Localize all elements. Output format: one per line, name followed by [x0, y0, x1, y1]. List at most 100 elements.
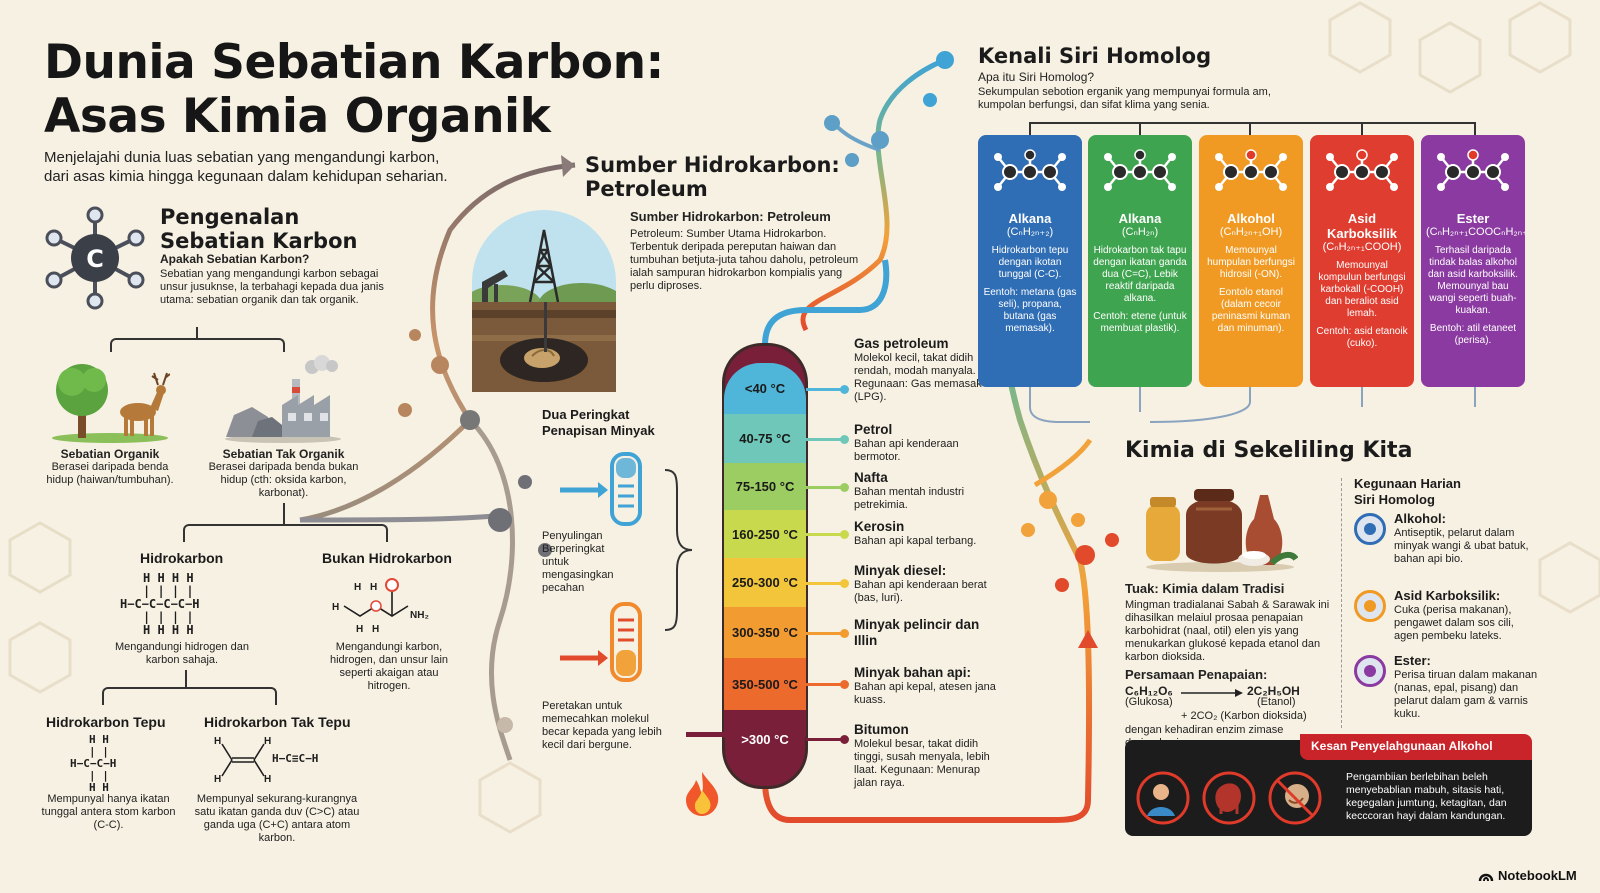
fraction-desc: Bahan api kenderaan bermotor. — [854, 438, 959, 463]
fraction-segment: 40-75 °C — [724, 414, 806, 463]
fraction-label: Minyak diesel:Bahan api kenderaan berat … — [854, 563, 1004, 605]
intro-desc: Sebatian yang mengandungi karbon sebagai… — [160, 268, 384, 306]
tuak-jars-illustration — [1146, 489, 1298, 572]
equation-title: Persamaan Penapaian: — [1125, 667, 1268, 682]
fraction-connector — [806, 387, 844, 391]
card-formula: (CₙH₂ₙ) — [1121, 226, 1159, 238]
use-desc: Perisa tiruan dalam makanan (nanas, epal… — [1394, 669, 1538, 720]
carbon-atom-icon: C — [45, 206, 145, 310]
svg-text:H: H — [372, 624, 379, 634]
hydrocarbon-desc: Mengandungi hidrogen dan karbon sahaja. — [115, 641, 249, 666]
fraction-desc: Bahan mentah industri petrekimia. — [854, 486, 965, 511]
intro-question: Apakah Sebatian Karbon? — [160, 252, 310, 266]
bracket-hydrocarbon — [183, 524, 388, 542]
use-name: Asid Karboksilik: — [1394, 588, 1501, 603]
svg-text:H: H — [332, 602, 339, 613]
nh2-label: NH₂ — [410, 610, 429, 621]
card-name: Alkana — [1118, 211, 1162, 226]
brand-logo: NotebookLM — [1478, 868, 1577, 883]
card-desc: Memounyal humpulan berfungsi hidrosil (-… — [1207, 245, 1295, 280]
page-subtitle: Menjelajahi dunia luas sebatian yang men… — [44, 149, 448, 185]
fraction-name: Kerosin — [854, 519, 905, 534]
rocks-factory-icon — [225, 355, 341, 443]
ethane-formula: H H | | H−C−C−H | | H H — [70, 733, 117, 794]
card-formula: (CₙH₂ₙ₊₂) — [1006, 226, 1054, 238]
molecule-icon — [1437, 149, 1509, 191]
homolog-card: Alkana(CₙH₂ₙ₊₂)Hidrokarbon tepu dengan i… — [978, 135, 1082, 387]
use-item: Alkohol:Antiseptik, pelarut dalam minyak… — [1394, 511, 1540, 566]
card-example: Centoh: etene (untuk membuat plastik). — [1093, 311, 1187, 334]
fraction-name: Bitumon — [854, 722, 909, 737]
molecule-icon — [1215, 149, 1287, 191]
notebooklm-icon — [1478, 873, 1494, 881]
warning-icons — [1136, 771, 1322, 825]
saturated-title: Hidrokarbon Tepu — [46, 714, 166, 730]
non-hydrocarbon-title: Bukan Hidrokarbon — [322, 550, 452, 566]
fraction-segment: <40 °C — [724, 363, 806, 414]
distill-desc: Penyulingan Berperingkat untuk mengasing… — [542, 530, 614, 594]
inorganic-block: Sebatian Tak Organik Berasei daripada be… — [208, 447, 359, 499]
oil-rig-illustration — [472, 210, 616, 392]
homolog-card: Alkana(CₙH₂ₙ)Hidrokarbon tak tapu dengan… — [1088, 135, 1192, 387]
fraction-desc: Molekol kecil, takat didih rendah, modah… — [854, 352, 982, 403]
use-desc: Cuka (perisa makanan), pengawet dalam so… — [1394, 604, 1514, 642]
molecule-icon — [1104, 149, 1176, 191]
fraction-connector-dot — [840, 530, 849, 539]
non-hydrocarbon-desc: Mengandungi karbon, hidrogen, dan unsur … — [329, 641, 449, 692]
intro-heading: Pengenalan Sebatian Karbon — [160, 205, 358, 253]
fraction-connector-dot — [840, 434, 849, 444]
fraction-desc: Bahan api kepal, atesen jana kuass. — [854, 681, 996, 706]
warning-title: Kesan Penyelahgunaan Alkohol — [1311, 739, 1493, 753]
atom-label: C — [86, 245, 104, 273]
svg-text:H: H — [370, 582, 377, 593]
fraction-name: Minyak diesel: — [854, 563, 947, 578]
title-line-2: Asas Kimia Organik — [44, 89, 551, 144]
use-name: Ester: — [1394, 653, 1431, 668]
fraction-connector-dot — [840, 628, 849, 638]
fraction-label: Minyak pelincir dan Illin — [854, 617, 1004, 649]
flame-icon — [686, 772, 719, 816]
fraction-segment: 300-350 °C — [724, 607, 806, 658]
fraction-connector-dot — [840, 384, 849, 394]
fraction-label: Minyak bahan api:Bahan api kepal, atesen… — [854, 665, 1004, 707]
uses-heading: Kegunaan Harian Siri Homolog — [1354, 476, 1461, 507]
title-line-1: Dunia Sebatian Karbon: — [44, 35, 664, 90]
card-name: Ester — [1456, 211, 1490, 226]
card-name: Asid Karboksilik — [1326, 211, 1398, 241]
fraction-segment: 250-300 °C — [724, 558, 806, 607]
card-formula: (CₙH₂ₙ₊₁COOCₙH₂ₙ₊₁) — [1426, 226, 1525, 238]
distillation-column-icon — [560, 452, 642, 526]
fraction-name: Minyak pelincir dan Illin — [854, 617, 980, 648]
card-example: Centoh: asid etanoik (cuko). — [1316, 326, 1408, 349]
unsaturated-desc: Mempunyal sekurang-kurangnya satu ikatan… — [194, 793, 360, 844]
homolog-card: Alkohol(CₙH₂ₙ₊₁OH)Memounyal humpulan ber… — [1199, 135, 1303, 387]
card-formula: (CₙH₂ₙ₊₁OH) — [1219, 226, 1283, 238]
alkyne-formula: H−C≡C−H — [272, 752, 319, 765]
fraction-connector — [806, 683, 844, 686]
fraction-segment: 160-250 °C — [724, 510, 806, 558]
bracket-saturation — [102, 687, 277, 705]
fraction-connector-dot — [840, 680, 849, 689]
molecule-icon — [994, 149, 1066, 191]
carboxylic-use-icon — [1354, 590, 1386, 622]
fraction-name: Gas petroleum — [854, 336, 949, 351]
petroleum-subtitle: Sumber Hidrokarbon: Petroleum — [630, 209, 831, 224]
use-name: Alkohol: — [1394, 511, 1446, 526]
fraction-connector — [806, 738, 844, 741]
butane-formula: H H H H | | | | H−C−C−C−C−H | | | | H H … — [120, 571, 200, 637]
card-name: Alkana — [1008, 211, 1052, 226]
unsaturated-title: Hidrokarbon Tak Tepu — [204, 714, 351, 730]
bitumen-outlet — [686, 732, 726, 737]
svg-text:H: H — [354, 582, 361, 593]
hydrocarbon-title: Hidrokarbon — [140, 550, 224, 566]
uses-divider — [1341, 478, 1342, 728]
fraction-connector — [806, 631, 844, 635]
fraction-segment: 350-500 °C — [724, 658, 806, 710]
fraction-segment: 75-150 °C — [724, 463, 806, 510]
warning-title-bar — [1300, 734, 1532, 760]
